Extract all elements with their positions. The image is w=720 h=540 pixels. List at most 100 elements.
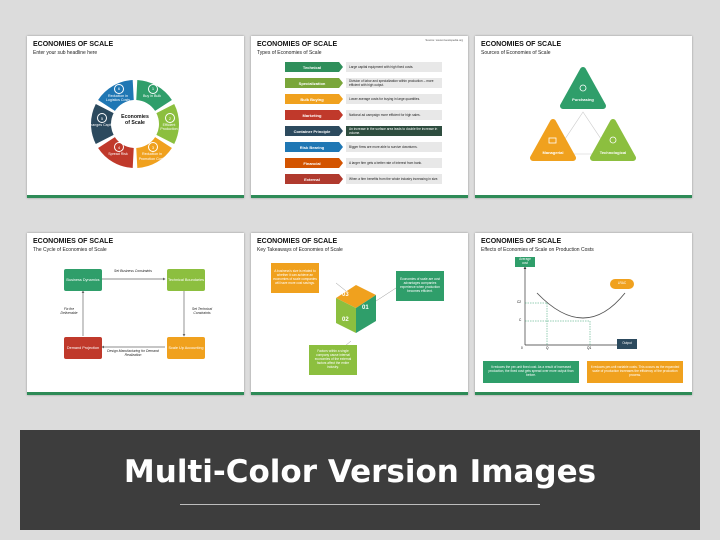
cube-num-01: 01 [362,305,369,311]
triangle-node-technological [590,119,636,161]
type-row-description: Lower average costs for buying in large … [346,94,442,104]
cycle-box-business-dynamics: Business Dynamics [64,269,102,291]
type-row-label: Financial [285,158,339,168]
banner-title: Multi-Color Version Images [123,454,597,490]
type-row-arrow [339,110,343,120]
type-row-label: Risk Bearing [285,142,339,152]
takeaway-callout-3: Factors within a single company cause in… [309,345,357,375]
type-row-label: Technical [285,62,339,72]
banner-divider [180,504,540,505]
slide-title: ECONOMIES OF SCALE [257,41,338,48]
wheel-segment-number: 6 [114,83,124,94]
cube-face-03 [336,285,376,308]
slide-thumbnail-6[interactable]: ECONOMIES OF SCALE Effects of Economies … [475,233,692,395]
cycle-arrows [81,277,186,349]
wheel-segment-label: Changes Capital [87,123,115,127]
tick-x-q1: Q1 [587,346,592,350]
type-row-description: Division of labor and specialization wit… [346,78,442,88]
type-row-label: Bulk Buying [285,94,339,104]
type-row-description: Bigger firms are more able to survive do… [346,142,442,152]
takeaway-callout-1: A business's size is related to whether … [271,263,319,293]
effect-note-1: It reduces the per-unit fixed cost. As a… [483,361,579,383]
source-note: Source: www.investopedia.org [425,38,463,42]
wheel-segment-label: Buy in Bulk [143,93,161,98]
tick-y-c2: C2 [517,300,522,304]
type-row-arrow [339,142,343,152]
wheel-segment [136,137,172,168]
slide-thumbnail-2[interactable]: ECONOMIES OF SCALE Types of Economies of… [251,36,468,198]
type-row-arrow [339,62,343,72]
wheel-segment-number: 4 [114,142,124,153]
cube-num-03: 03 [342,292,349,298]
arrow-label-right: Set Technical Constraints [191,307,213,315]
node-label-managerial: Managerial [542,150,564,155]
wheel-segment [90,104,114,144]
tick-y-c: C [519,318,522,322]
type-row-arrow [339,78,343,88]
triangle-diagram [530,67,636,161]
slide-thumbnail-4[interactable]: ECONOMIES OF SCALE The Cycle of Economie… [27,233,244,395]
type-row-arrow [339,174,343,184]
wheel-segment-label: Efficient Production [160,123,178,132]
arrow-label-bottom: Design Manufacturing for Demand Realizat… [107,349,159,357]
x-axis-label: Output [617,339,637,349]
y-axis-label: Average cost [515,257,535,267]
type-row-arrow [339,158,343,168]
cycle-box-scale-up-accounting: Scale Up Accounting [167,337,205,359]
cycle-box-demand-projection: Demand Projection [64,337,102,359]
wheel-segment-number: 5 [97,113,107,123]
arrow-label-top: Set Business Constraints [114,269,152,273]
type-row-arrow [339,94,343,104]
triangle-node-purchasing [560,67,606,109]
slide-title: ECONOMIES OF SCALE [481,238,562,245]
slide-subtitle: Sources of Economies of Scale [481,50,551,56]
type-row-label: Container Principle [285,126,339,136]
slide-thumbnail-3[interactable]: ECONOMIES OF SCALE Sources of Economies … [475,36,692,198]
slide-title: ECONOMIES OF SCALE [481,41,562,48]
type-row-description: Large capital equipment with high fixed … [346,62,442,72]
slide-subtitle: Effects of Economies of Scale on Product… [481,247,594,253]
effect-note-2: It reduces per-unit variable costs. This… [587,361,683,383]
slide-subtitle: The Cycle of Economies of Scale [33,247,107,253]
cycle-box-technical-boundaries: Technical Boundaries [167,269,205,291]
wheel-segment [98,137,134,168]
type-row-label: Specialization [285,78,339,88]
cube-diagram [335,282,397,352]
tick-x-0: 0 [521,346,523,350]
wheel-segment-label: Reduction in Promotion Costs [138,152,166,161]
wheel-segment-number: 1 [148,83,158,94]
takeaway-callout-2: Economies of scale are cost advantages c… [396,271,444,301]
tick-x-q: Q [546,346,549,350]
wheel-segment-label: Reduction in Logistics Costs [105,93,131,102]
triangle-node-managerial [530,119,576,161]
slide-subtitle: Types of Economies of Scale [257,50,322,56]
wheel-segment [136,80,172,111]
arrow-label-left: Fix the Deliverable [60,307,78,315]
cube-face-02 [336,298,356,333]
slide-title: ECONOMIES OF SCALE [257,238,338,245]
cube-num-02: 02 [342,317,349,323]
type-row-arrow [339,126,343,136]
curve-label: LRAC [610,279,634,289]
wheel-segment-label: Spread Risk [108,152,128,157]
wheel-segment [98,80,134,111]
slide-thumbnail-5[interactable]: ECONOMIES OF SCALE Key Takeaways of Econ… [251,233,468,395]
slide-title: ECONOMIES OF SCALE [33,41,114,48]
node-label-purchasing: Purchasing [572,97,594,102]
type-row-description: An increase in the surface area leads to… [346,126,442,136]
type-row-description: National ad campaign more efficient for … [346,110,442,120]
node-label-technological: Technological [599,150,627,155]
slide-subtitle: Key Takeaways of Economies of Scale [257,247,343,253]
slide-thumbnail-1[interactable]: ECONOMIES OF SCALE Enter your sub headli… [27,36,244,198]
lrac-curve [536,292,626,319]
wheel-diagram [90,80,179,168]
wheel-segment-number: 2 [165,113,175,123]
slide-title: ECONOMIES OF SCALE [33,238,114,245]
type-row-description: A larger firm gets a better rate of inte… [346,158,442,168]
wheel-center-label: Economies of Scale [121,114,149,127]
type-row-label: External [285,174,339,184]
slide-subtitle: Enter your sub headline here [33,50,98,56]
wheel-segment-number: 3 [148,142,158,153]
type-row-description: When a firm benefits from the whole indu… [346,174,442,184]
type-row-label: Marketing [285,110,339,120]
